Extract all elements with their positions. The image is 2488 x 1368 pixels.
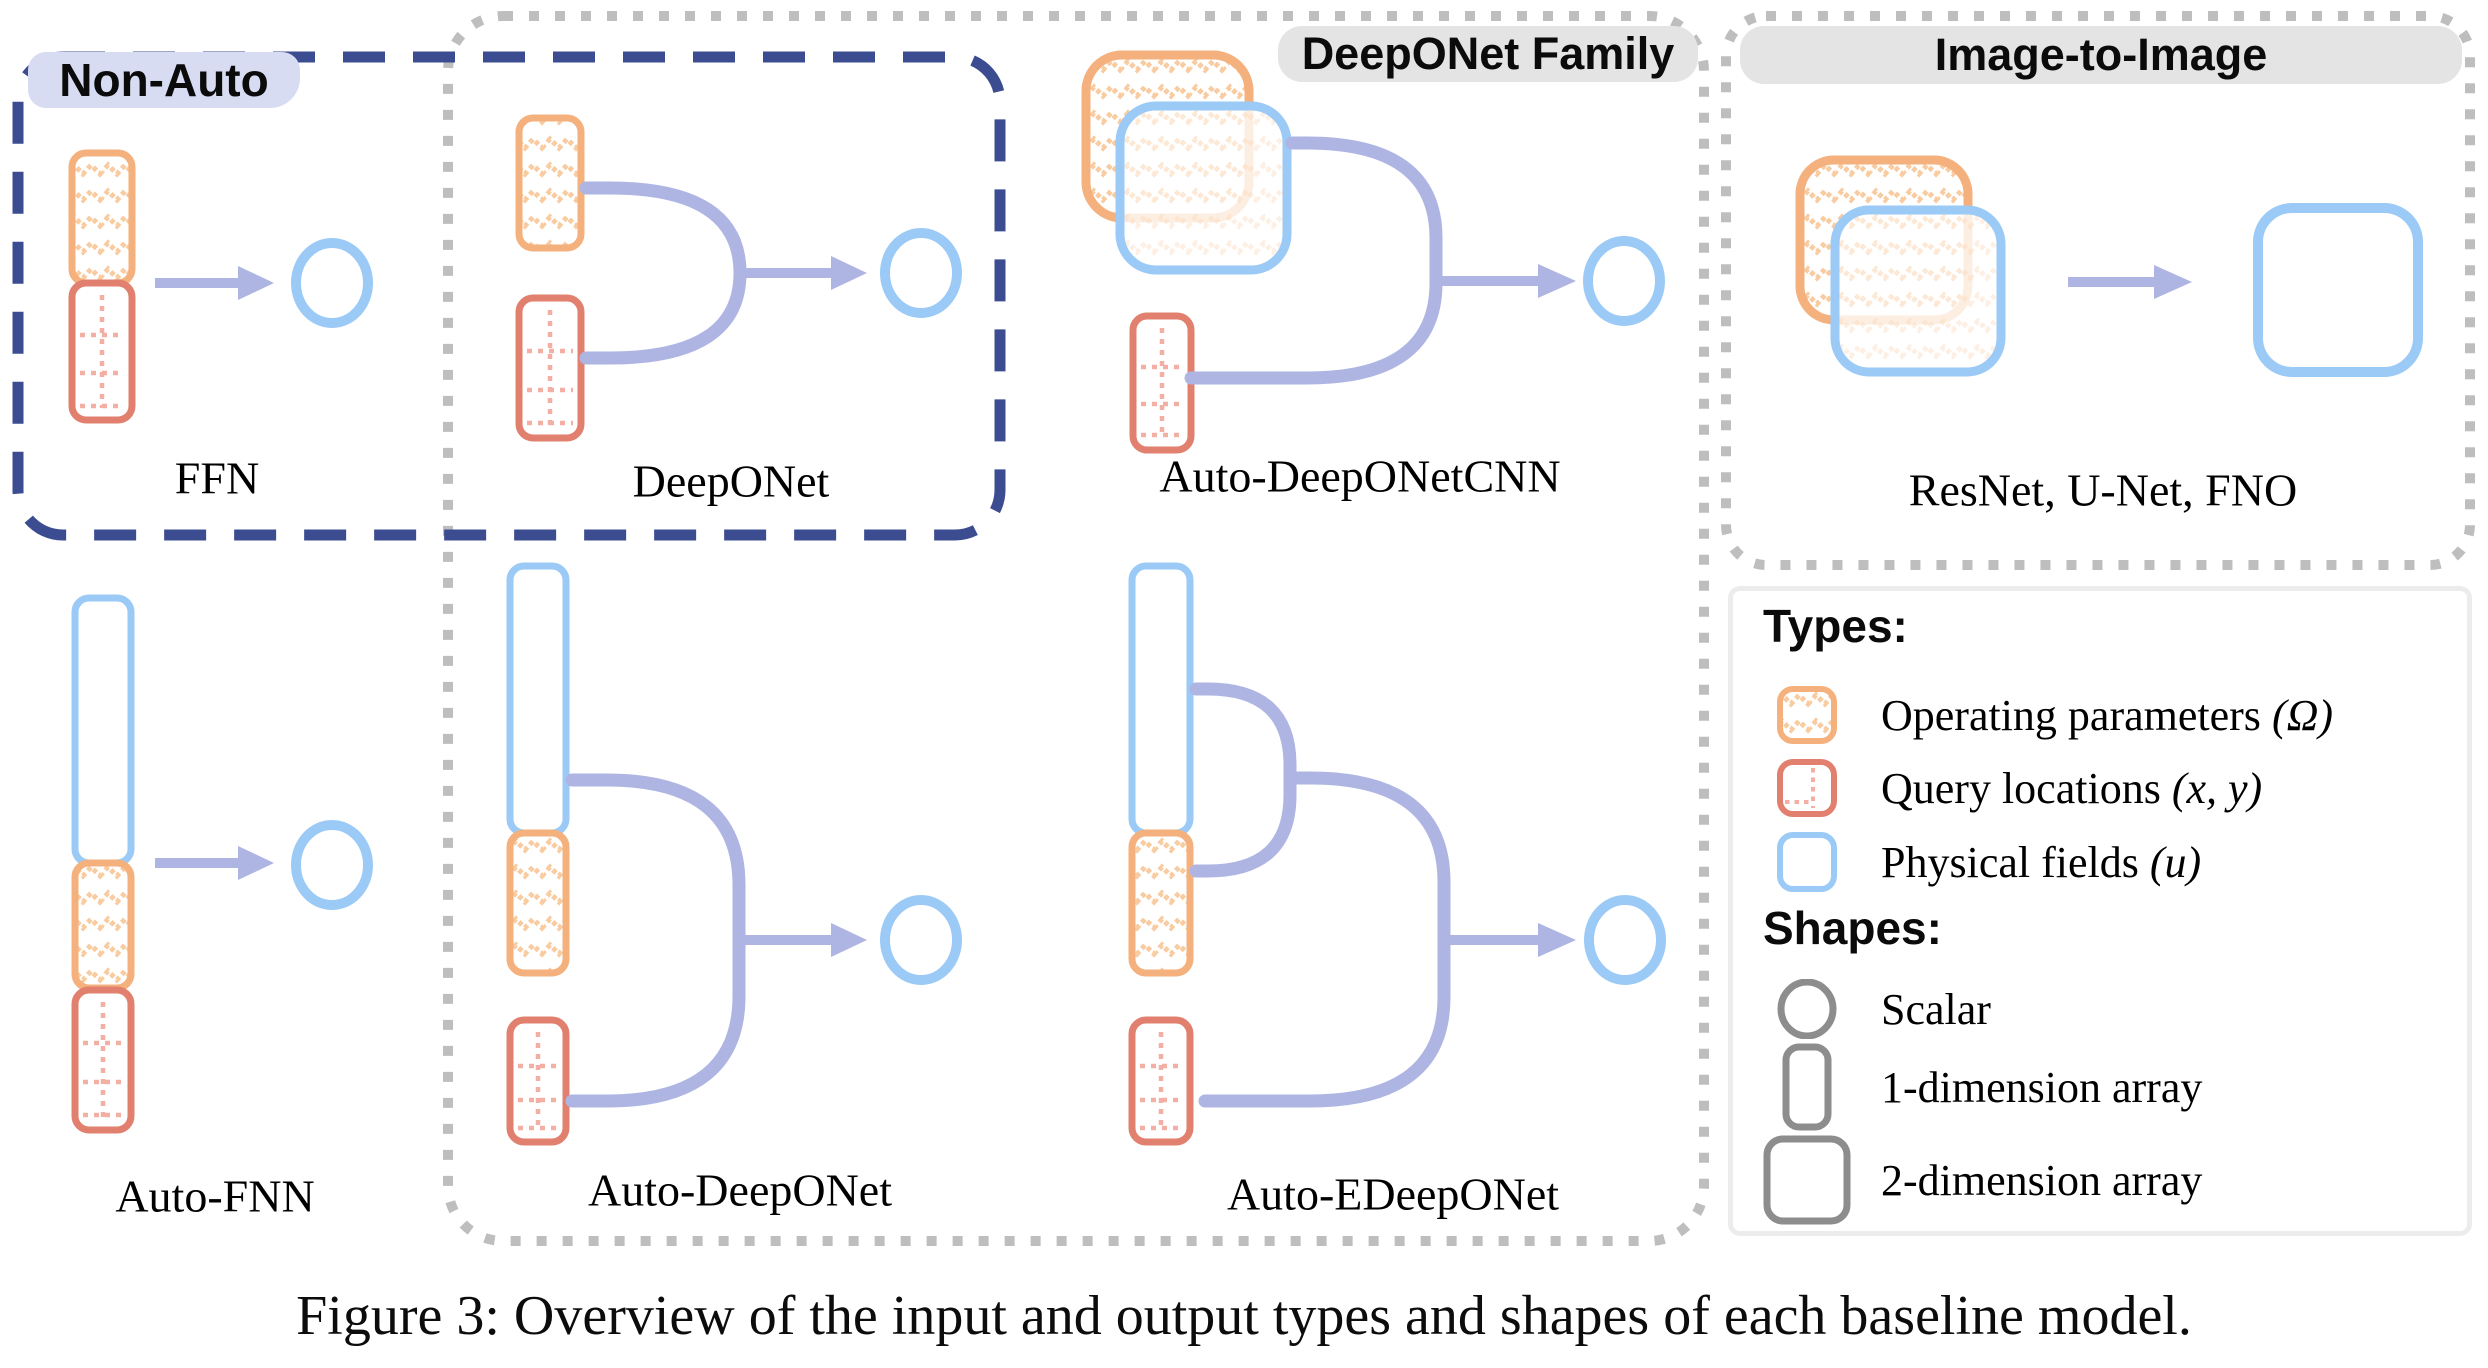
legend-item-two-dimension-array: 2-dimension array: [1733, 1135, 2467, 1225]
auto-deeponet-cnn-diagram: [1081, 50, 1665, 454]
deeponet-family-banner: DeepONet Family: [1278, 26, 1698, 82]
image-to-image-models-label: ResNet, U-Net, FNO: [1908, 464, 2298, 516]
query-locations-icon: [1733, 759, 1881, 817]
scalar-output: [1583, 236, 1665, 326]
physical-fields-2d-block: [1115, 101, 1292, 275]
ffn-diagram: [68, 149, 373, 424]
physical-fields-icon: [1733, 831, 1881, 893]
arrow-head-icon: [1538, 264, 1576, 298]
two-dimension-array-icon: [1733, 1135, 1881, 1225]
arrow-head-icon: [831, 923, 867, 957]
one-dimension-array-icon: [1733, 1043, 1881, 1131]
legend-item-operating-parameters: Operating parameters (Ω): [1733, 686, 2467, 744]
scalar-output: [291, 820, 373, 910]
figure-caption: Figure 3: Overview of the input and outp…: [296, 1285, 2192, 1347]
operating-parameters-block: [506, 829, 570, 977]
merge-connector: [579, 181, 747, 365]
merge-connector: [1184, 136, 1443, 385]
scalar-output: [1584, 895, 1666, 985]
operating-parameters-block: [1128, 829, 1194, 977]
legend-item-label: Scalar: [1881, 984, 1991, 1034]
deeponet-label: DeepONet: [632, 455, 830, 507]
legend-item-query-locations: Query locations (x, y): [1733, 759, 2467, 817]
auto-edeeponet-diagram: [1128, 562, 1666, 1146]
query-grid-pattern: [80, 295, 124, 409]
ffn-label: FFN: [174, 452, 260, 504]
operating-parameters-block: [71, 859, 135, 992]
image-to-image-box: [1721, 11, 2475, 570]
image-to-image-diagram: [1795, 155, 2423, 377]
arrow-head-icon: [238, 846, 274, 880]
legend-item-label: Query locations (x, y): [1881, 763, 2263, 813]
legend-item-label: Physical fields (u): [1881, 837, 2202, 887]
deeponet-diagram: [515, 114, 962, 442]
legend-item-scalar: Scalar: [1733, 979, 2467, 1039]
physical-fields-block: [1128, 562, 1194, 837]
auto-deeponet-label: Auto-DeepONet: [587, 1164, 893, 1216]
scalar-output: [880, 228, 962, 318]
legend-item-physical-fields: Physical fields (u): [1733, 831, 2467, 893]
physical-fields-pattern: [1120, 106, 1287, 270]
legend-shapes-heading: Shapes:: [1763, 902, 1942, 954]
non-auto-box: [12, 51, 1006, 541]
legend-item-label: 1-dimension array: [1881, 1062, 2203, 1112]
scalar-output: [880, 895, 962, 985]
query-grid-pattern: [1141, 328, 1183, 438]
arrow-head-icon: [1538, 923, 1576, 957]
legend-item-label: 2-dimension array: [1881, 1155, 2203, 1205]
physical-fields-pattern: [1835, 210, 2001, 372]
operating-parameters-block: [68, 149, 136, 287]
query-grid-pattern: [1140, 1032, 1182, 1131]
auto-deeponet-diagram: [506, 562, 962, 1146]
auto-fnn-label: Auto-FNN: [115, 1170, 315, 1222]
query-grid-pattern: [527, 310, 573, 426]
auto-fnn-diagram: [71, 594, 373, 1134]
operating-parameters-block: [515, 114, 585, 252]
legend-types-heading: Types:: [1763, 600, 1908, 652]
legend-panel: Types: Operating parameters (Ω) Query lo…: [1728, 586, 2472, 1236]
arrow-head-icon: [2154, 265, 2192, 299]
operating-parameters-icon: [1733, 686, 1881, 744]
scalar-output: [291, 238, 373, 328]
deeponet-family-box: [443, 11, 1709, 1246]
physical-fields-2d-block: [1830, 205, 2006, 377]
auto-deeponet-cnn-label: Auto-DeepONetCNN: [1159, 450, 1561, 502]
legend-item-label: Operating parameters (Ω): [1881, 690, 2334, 740]
query-grid-pattern: [518, 1032, 558, 1131]
legend-item-one-dimension-array: 1-dimension array: [1733, 1043, 2467, 1131]
query-grid-pattern: [83, 1002, 123, 1118]
scalar-icon: [1733, 979, 1881, 1039]
merge-connector-level1: [1189, 682, 1297, 878]
image-to-image-banner: Image-to-Image: [1740, 26, 2462, 84]
auto-edeeponet-label: Auto-EDeepONet: [1226, 1168, 1560, 1220]
non-auto-banner: Non-Auto: [28, 52, 300, 108]
arrow-head-icon: [831, 256, 867, 290]
physical-fields-output-block: [2253, 203, 2423, 377]
merge-connector-level2: [1198, 771, 1451, 1108]
arrow-head-icon: [238, 266, 274, 300]
merge-connector: [565, 773, 746, 1108]
physical-fields-block: [506, 562, 570, 837]
physical-fields-block: [71, 594, 135, 867]
